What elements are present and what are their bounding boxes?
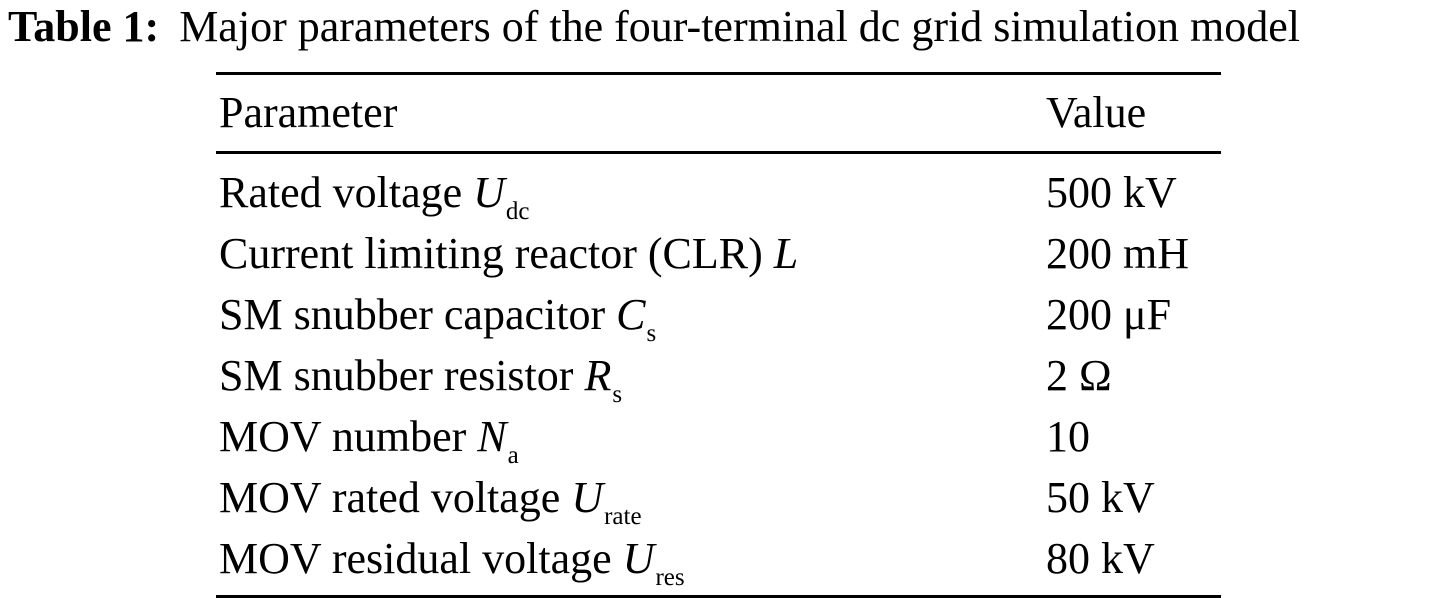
table-caption: Table 1: Major parameters of the four-ter… [8, 2, 1300, 52]
table-caption-label: Table 1: [8, 2, 160, 51]
parameter-name: SM snubber capacitor [219, 290, 606, 339]
table-row: Current limiting reactor (CLR) L 200 mH [216, 223, 1221, 284]
value-cell: 200 μF [1046, 290, 1172, 339]
table-row: Rated voltage Udc 500 kV [216, 162, 1221, 225]
parameter-cell: SM snubber resistor Rs [219, 345, 622, 413]
parameter-cell: Rated voltage Udc [219, 162, 530, 230]
table-top-rule [216, 72, 1221, 75]
parameter-symbol: L [773, 229, 799, 278]
value-cell: 10 [1046, 412, 1090, 461]
parameter-subscript: s [612, 381, 623, 408]
parameter-cell: Current limiting reactor (CLR) L [219, 223, 799, 291]
value-cell: 50 kV [1046, 473, 1155, 522]
value-cell: 2 Ω [1046, 351, 1112, 400]
parameter-subscript: rate [604, 503, 642, 530]
parameter-name: SM snubber resistor [219, 351, 574, 400]
parameter-cell: SM snubber capacitor Cs [219, 284, 656, 352]
parameter-name: MOV number [219, 412, 467, 461]
table-header-row: Parameter Value [216, 75, 1221, 151]
parameter-symbol: R [584, 351, 612, 400]
parameter-name: Current limiting reactor (CLR) [219, 229, 763, 278]
column-header-parameter: Parameter [219, 88, 398, 137]
table-row: MOV number Na 10 [216, 406, 1221, 469]
parameter-name: MOV residual voltage [219, 534, 612, 583]
parameter-subscript: a [507, 442, 519, 469]
value-cell: 80 kV [1046, 534, 1155, 583]
parameter-symbol: U [571, 473, 604, 522]
parameter-name: MOV rated voltage [219, 473, 561, 522]
value-cell: 200 mH [1046, 229, 1189, 278]
parameter-subscript: res [655, 564, 685, 591]
parameter-name: Rated voltage [219, 168, 463, 217]
table-row: MOV rated voltage Urate 50 kV [216, 467, 1221, 530]
table-row: SM snubber capacitor Cs 200 μF [216, 284, 1221, 347]
parameter-cell: MOV residual voltage Ures [219, 528, 685, 596]
parameter-subscript: s [646, 320, 657, 347]
table-row: MOV residual voltage Ures 80 kV [216, 528, 1221, 591]
parameter-symbol: U [473, 168, 505, 217]
table-row: SM snubber resistor Rs 2 Ω [216, 345, 1221, 408]
parameter-cell: MOV number Na [219, 406, 519, 474]
table-caption-text: Major parameters of the four-terminal dc… [179, 2, 1300, 51]
parameter-subscript: dc [505, 198, 530, 225]
column-header-value: Value [1046, 88, 1147, 137]
parameter-cell: MOV rated voltage Urate [219, 467, 642, 535]
value-cell: 500 kV [1046, 168, 1177, 217]
parameters-table: Parameter Value Rated voltage Udc 500 kV… [216, 72, 1221, 598]
table-header-rule [216, 151, 1221, 154]
parameter-symbol: N [477, 412, 507, 461]
parameter-symbol: U [622, 534, 655, 583]
parameter-symbol: C [616, 290, 646, 339]
